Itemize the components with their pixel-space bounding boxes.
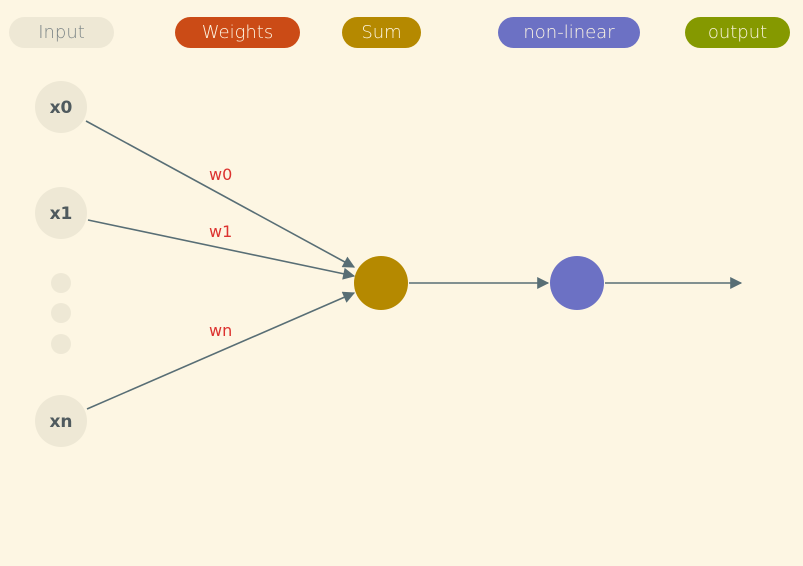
weight-label-w0: w0 <box>209 165 232 184</box>
edge-x0-sum <box>85 120 356 268</box>
ellipsis-dot <box>51 303 71 323</box>
legend-weights-label: Weights <box>201 22 274 43</box>
sum-node <box>354 256 408 310</box>
edge-x1-sum <box>87 219 356 280</box>
edge-xn-sum <box>86 291 356 410</box>
ellipsis-dot <box>51 273 71 293</box>
legend-nonlinear-label: non-linear <box>523 22 615 43</box>
legend-output-label: output <box>707 22 768 43</box>
input-node-xn-label: xn <box>49 412 72 432</box>
nonlinear-node <box>550 256 604 310</box>
legend-nonlinear: non-linear <box>498 17 640 48</box>
input-node-x1 <box>35 187 87 239</box>
legend-sum-label: Sum <box>361 22 402 43</box>
legend-output: output <box>685 17 790 48</box>
legend-sum: Sum <box>342 17 421 48</box>
weight-label-wn: wn <box>209 321 232 340</box>
legend-input: Input <box>9 17 114 48</box>
legend-input-label: Input <box>38 22 85 43</box>
weight-label-w1: w1 <box>209 222 232 241</box>
input-node-x1-label: x1 <box>50 204 73 224</box>
input-node-x0 <box>35 81 87 133</box>
legend-weights: Weights <box>175 17 300 48</box>
input-node-xn <box>35 395 87 447</box>
ellipsis-dot <box>51 334 71 354</box>
input-node-x0-label: x0 <box>50 98 73 118</box>
